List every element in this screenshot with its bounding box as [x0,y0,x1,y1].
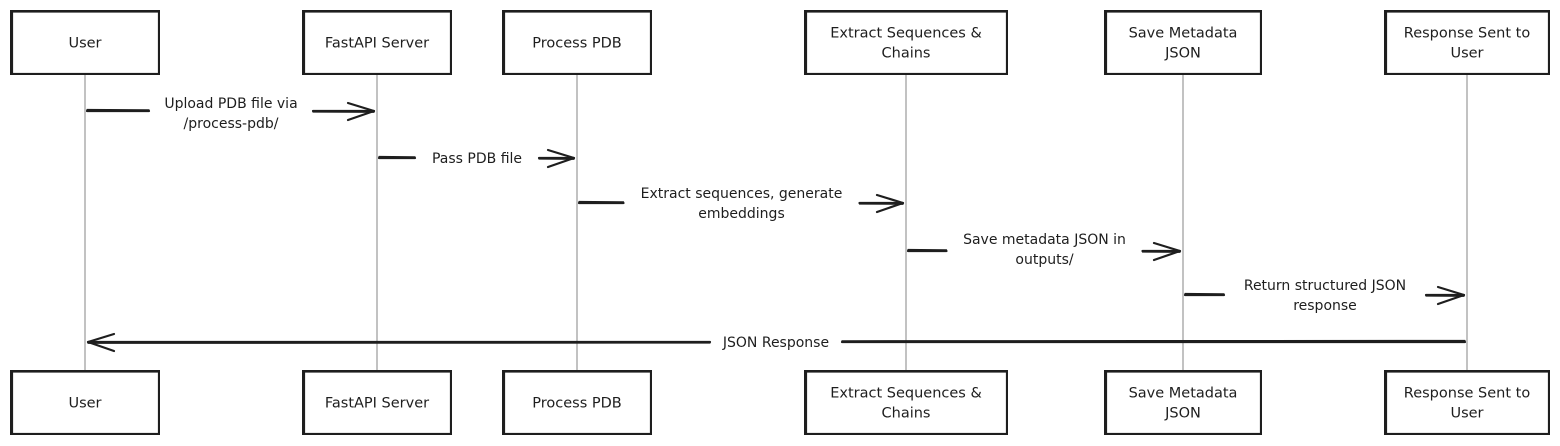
actor-extract-bottom: Extract Sequences & Chains [804,370,1008,435]
actor-box-rect [1104,370,1262,435]
message-arrow-sketch [578,200,904,205]
actor-label: Process PDB [532,396,621,412]
actor-label: Save Metadata [1129,26,1238,42]
actor-label: FastAPI Server [325,36,429,52]
message-label: Pass PDB file [432,151,522,167]
actor-box-rect [1384,370,1550,435]
message-3: Extract sequences, generate embeddings [577,186,905,222]
message-label: outputs/ [1015,252,1073,268]
actors-bottom: User FastAPI Server Process PDB Extract Seq… [10,370,1550,435]
actor-label: JSON [1164,406,1201,422]
actor-box-sketch-outline [805,371,1008,435]
arrow-head-icon [875,193,905,214]
message-label: /process-pdb/ [184,116,279,132]
message-label: response [1293,298,1357,314]
actor-label: Chains [882,406,931,422]
actor-box-rect [804,370,1008,435]
message-6: JSON Response [86,332,1467,353]
actor-label: User [68,36,101,52]
message-arrow-sketch [86,108,375,113]
actor-box-rect [804,10,1008,75]
actor-label: Extract Sequences & [830,386,982,402]
message-label: embeddings [698,206,784,222]
actor-label: Save Metadata [1129,386,1238,402]
arrow-head-icon [1436,285,1466,306]
actor-user-bottom: User [10,370,160,435]
actor-box-sketch-outline [11,371,160,435]
actor-response-bottom: Response Sent to User [1384,370,1550,435]
arrow-head-icon [1152,241,1182,262]
actor-box-rect [10,370,160,435]
arrow-head-icon [346,101,376,122]
actor-user-top: User [10,10,160,75]
message-4: Save metadata JSON in outputs/ [906,232,1182,268]
message-label: Return structured JSON [1244,278,1406,294]
actor-fastapi-top: FastAPI Server [302,10,452,75]
actor-box-rect [302,370,452,435]
actor-box-rect [1384,10,1550,75]
actor-label: Extract Sequences & [830,26,982,42]
actor-label: Process PDB [532,36,621,52]
lifelines [84,74,1468,371]
message-2: Pass PDB file [377,148,576,169]
actor-box-sketch-outline [503,371,652,435]
arrow-head-icon [86,332,116,353]
messages: Upload PDB file via/process-pdb/Pass PDB… [85,96,1467,353]
actor-extract-top: Extract Sequences & Chains [804,10,1008,75]
actor-box-sketch-outline [1105,11,1262,75]
message-label: Upload PDB file via [164,96,297,112]
actor-process-top: Process PDB [502,10,652,75]
actor-box-sketch-outline [303,11,452,75]
actor-label: User [68,396,101,412]
message-1: Upload PDB file via/process-pdb/ [85,96,376,132]
actor-box-sketch-outline [1385,371,1550,435]
actors-top: User FastAPI Server Process PDB Extract Seq… [10,10,1550,75]
actor-fastapi-bottom: FastAPI Server [302,370,452,435]
actor-label: Chains [882,46,931,62]
actor-box-sketch-outline [11,11,160,75]
actor-box-sketch-outline [1105,371,1262,435]
actor-box-sketch-outline [1385,11,1550,75]
actor-box-sketch-outline [503,11,652,75]
actor-label: User [1450,406,1483,422]
actor-label: Response Sent to [1404,26,1531,42]
actor-label: Response Sent to [1404,386,1531,402]
actor-label: User [1450,46,1483,62]
message-arrow-sketch [87,339,1466,344]
arrow-head-icon [546,148,576,169]
actor-process-bottom: Process PDB [502,370,652,435]
actor-label: FastAPI Server [325,396,429,412]
actor-box-rect [1104,10,1262,75]
message-label: JSON Response [722,335,829,351]
actor-response-top: Response Sent to User [1384,10,1550,75]
message-5: Return structured JSON response [1183,278,1466,314]
actor-box-sketch-outline [805,11,1008,75]
message-label: Extract sequences, generate [641,186,843,202]
actor-box-rect [10,10,160,75]
actor-box-sketch-outline [303,371,452,435]
actor-label: JSON [1164,46,1201,62]
actor-box-rect [502,10,652,75]
message-label: Save metadata JSON in [963,232,1126,248]
